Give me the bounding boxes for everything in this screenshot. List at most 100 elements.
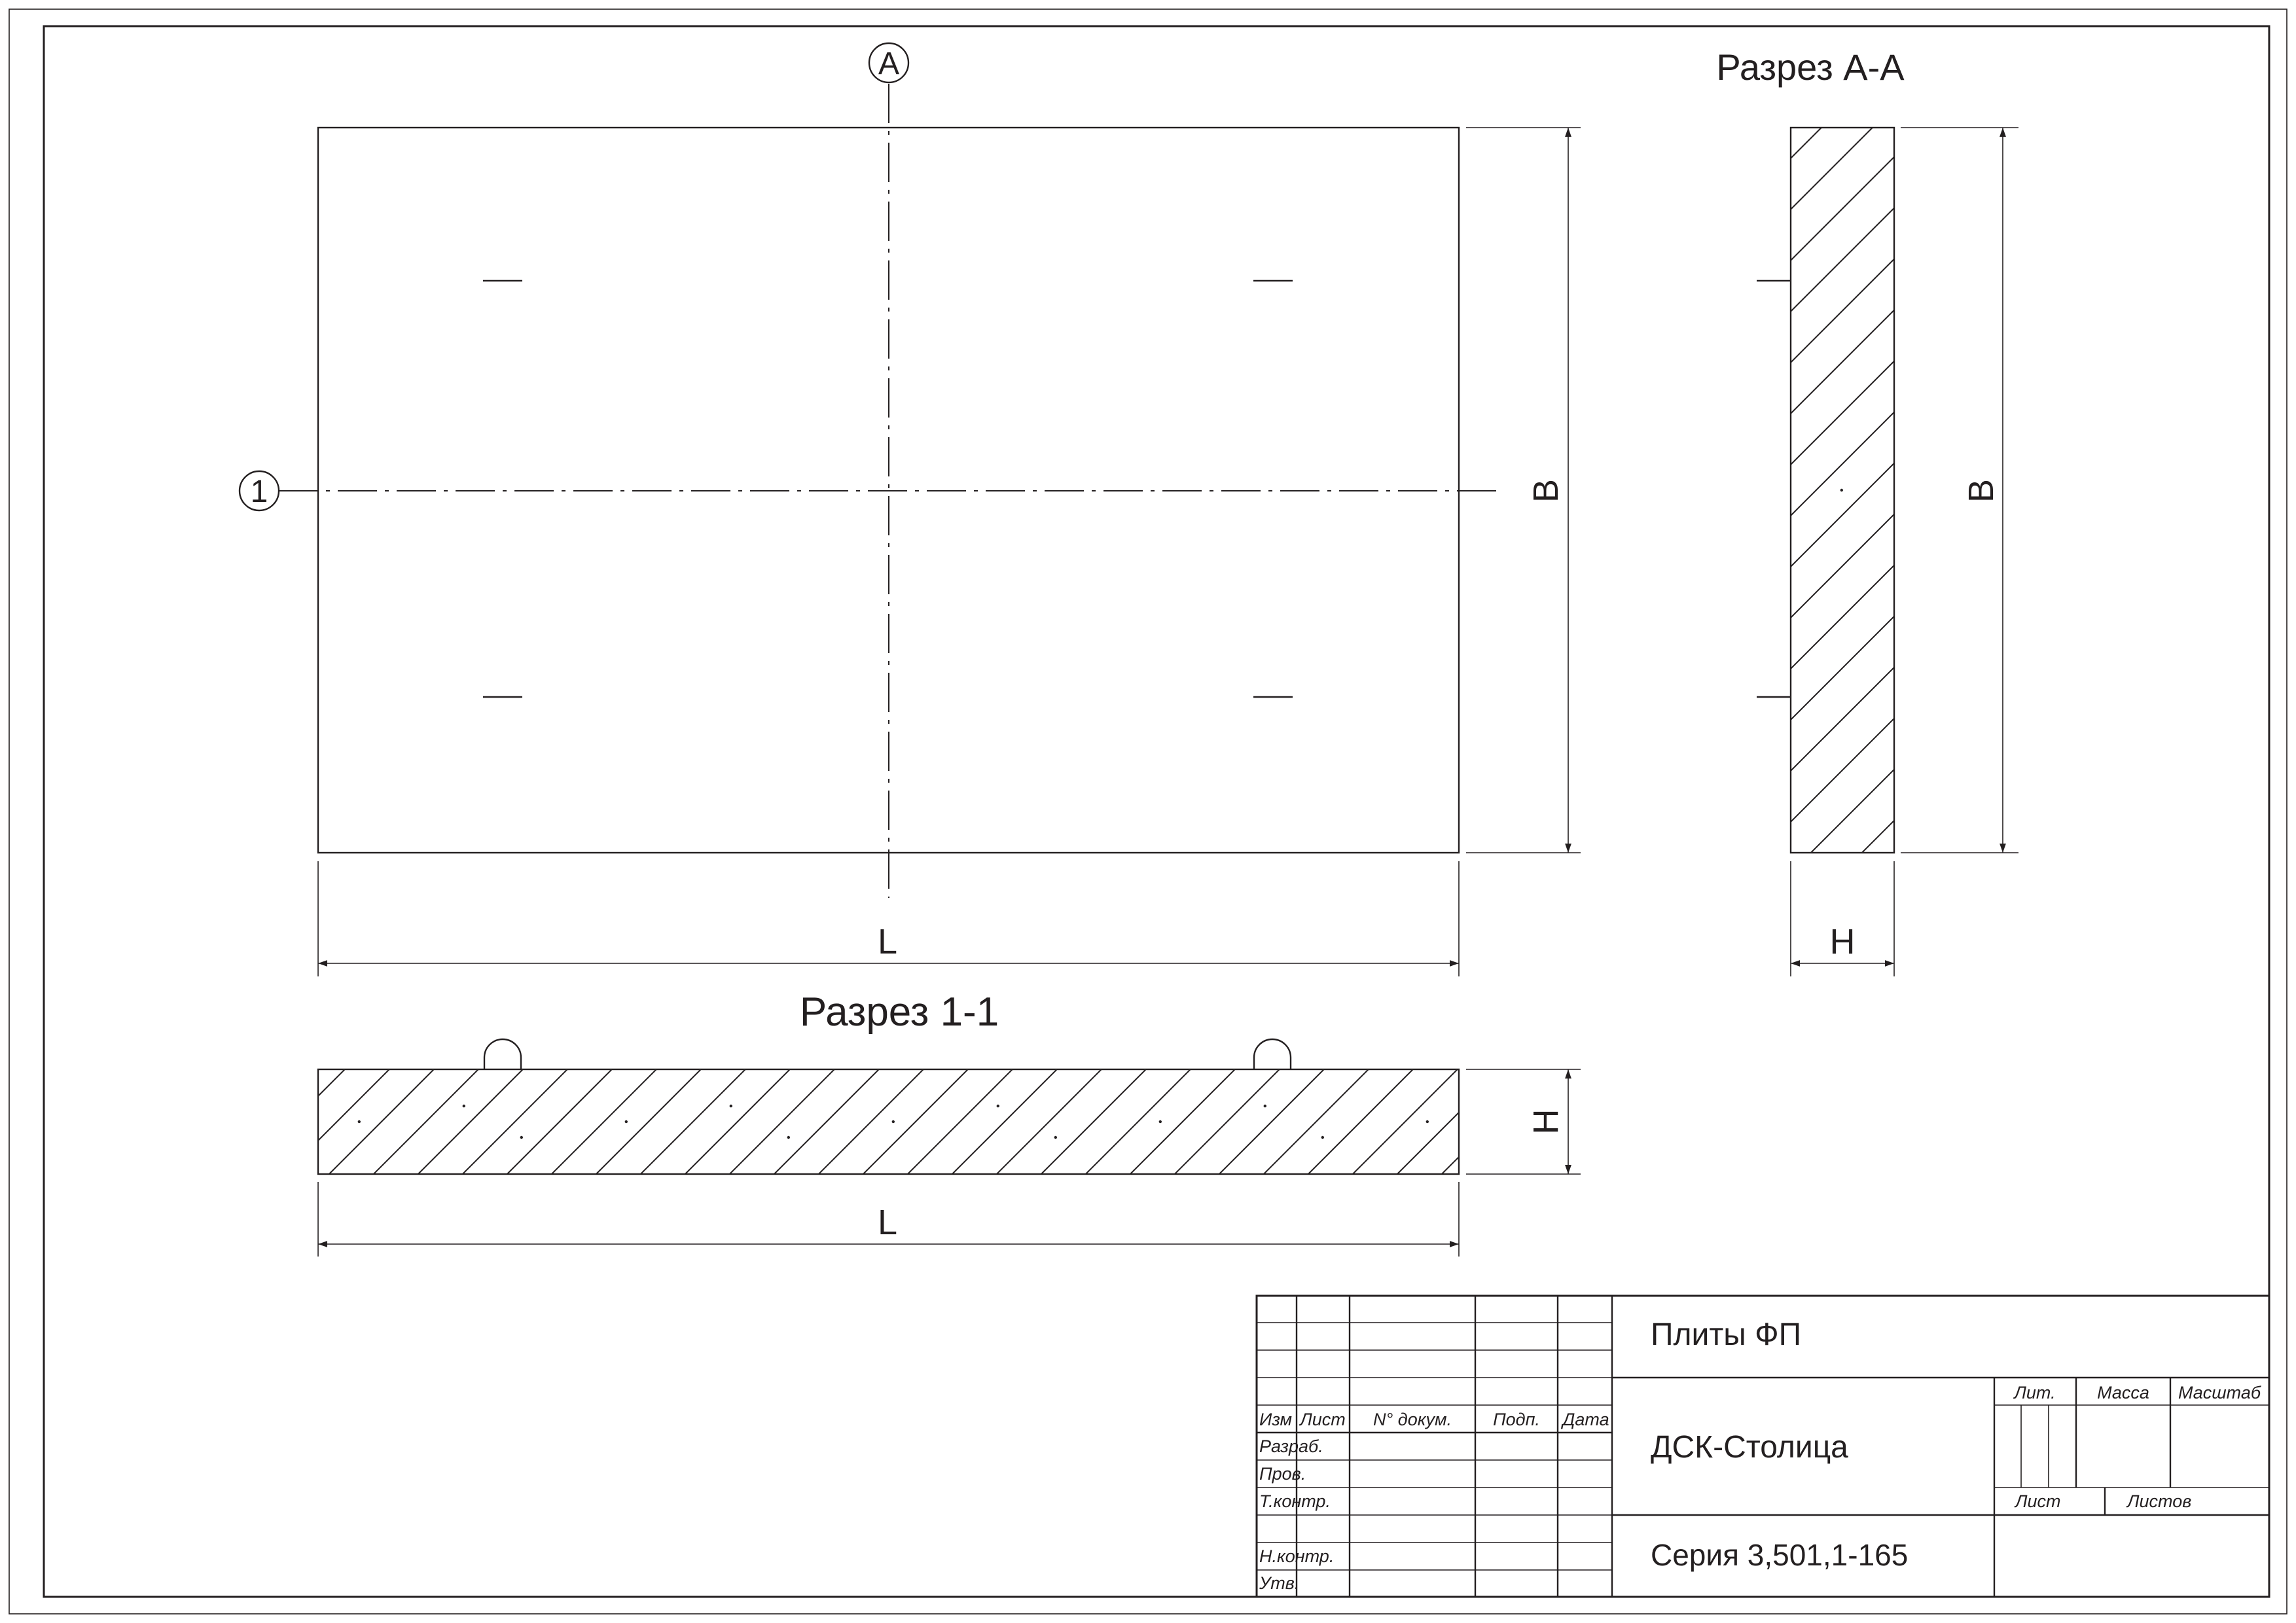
hatch-line — [1352, 1069, 1458, 1174]
tb-col-sign: Подп. — [1493, 1410, 1540, 1429]
hatch-line — [318, 1069, 346, 1097]
aggregate-dot — [996, 1104, 1000, 1108]
hatch-line — [1861, 819, 1894, 853]
tb-sheets: Листов — [2126, 1491, 2191, 1511]
hatch-line — [1791, 666, 1894, 772]
hatch-line — [1791, 207, 1894, 313]
hatch-line — [1219, 1069, 1325, 1174]
hatch-line — [1041, 1069, 1147, 1174]
hatch-line — [818, 1069, 924, 1174]
hatch-line — [863, 1069, 969, 1174]
aggregate-dot — [1935, 597, 1938, 600]
aggregate-dot — [1531, 1105, 1534, 1107]
hatch-line — [1791, 513, 1894, 619]
hatch-line — [462, 1069, 568, 1174]
section-11-title: Разрез 1-1 — [800, 990, 999, 1035]
plan-dim-l-label: L — [878, 922, 897, 961]
lifting-loop — [1253, 1038, 1292, 1069]
section-aa: Разрез А-А B H — [1629, 46, 2149, 976]
hatch-line — [507, 1069, 613, 1174]
hatch-line — [329, 1069, 435, 1174]
tb-sheet: Лист — [2014, 1491, 2061, 1511]
hatch-line — [907, 1069, 1013, 1174]
tb-row-prov: Пров. — [1259, 1464, 1306, 1484]
hatch-line — [373, 1069, 479, 1174]
tb-mass: Масса — [2097, 1383, 2149, 1402]
hatch-line — [640, 1069, 746, 1174]
hatch-line — [1308, 1069, 1414, 1174]
hatch-line — [318, 1069, 390, 1142]
lifting-loop — [483, 1038, 522, 1069]
axis-marker-a-label: A — [878, 46, 899, 81]
tb-col-list: Лист — [1299, 1410, 1346, 1429]
aggregate-dot — [729, 1104, 733, 1108]
tb-col-doc: N° докум. — [1373, 1410, 1452, 1429]
title-block: Плиты ФП ДСК-Столица Серия 3,501,1-165 И… — [1255, 1294, 2270, 1598]
section-aa-title: Разрез А-А — [1716, 46, 1905, 88]
section-aa-outline — [1789, 126, 1895, 854]
aggregate-dot — [357, 1120, 361, 1124]
hatch-line — [1791, 411, 1894, 517]
tb-row-tkontr: Т.контр. — [1259, 1491, 1331, 1511]
sheet-inner-frame — [43, 25, 2270, 1598]
section-11-hatching — [318, 1069, 1534, 1174]
s11-dim-h-label: H — [1526, 1109, 1566, 1135]
tb-series: Серия 3,501,1-165 — [1651, 1538, 1908, 1572]
hatch-line — [1791, 156, 1894, 262]
hatch-line — [1810, 768, 1894, 853]
hatch-line — [1397, 1111, 1459, 1174]
hatch-line — [551, 1069, 657, 1174]
s11-dim-l-label: L — [878, 1203, 897, 1242]
hatch-line — [1791, 360, 1894, 466]
axis-marker-1-circle — [238, 470, 280, 512]
tb-organization: ДСК-Столица — [1651, 1430, 1848, 1465]
axis-marker-1-label: 1 — [251, 474, 268, 509]
aggregate-dot — [1054, 1135, 1058, 1139]
tb-lit: Лит. — [2013, 1383, 2055, 1402]
hatch-line — [596, 1069, 702, 1174]
aggregate-dot — [1263, 1104, 1267, 1108]
section-aa-hatching — [1629, 128, 2149, 853]
tb-row-razrab: Разраб. — [1259, 1436, 1323, 1456]
aggregate-dot — [2147, 489, 2149, 491]
hatch-line — [1174, 1069, 1280, 1174]
aggregate-dot — [1158, 1120, 1162, 1124]
aggregate-dot — [624, 1120, 628, 1124]
hatch-line — [952, 1069, 1058, 1174]
title-block-frame — [1255, 1294, 2270, 1598]
hatch-line — [1791, 564, 1894, 670]
tb-row-nkontr: Н.контр. — [1259, 1546, 1334, 1566]
plan-view: A 1 L B — [238, 42, 1581, 976]
section-11: Разрез 1-1 H L — [317, 990, 1581, 1257]
hatch-line — [1130, 1069, 1236, 1174]
hatch-line — [1791, 462, 1894, 568]
aggregate-dot — [1321, 1135, 1325, 1139]
aggregate-dot — [1840, 488, 1843, 492]
hatch-line — [1263, 1069, 1369, 1174]
axis-marker-a-circle — [868, 42, 910, 84]
tb-scale: Масштаб — [2178, 1383, 2261, 1402]
hatch-line — [685, 1069, 791, 1174]
tb-col-date: Дата — [1560, 1410, 1609, 1429]
hatch-line — [996, 1069, 1102, 1174]
hatch-line — [774, 1069, 880, 1174]
hatch-line — [729, 1069, 835, 1174]
aggregate-dot — [520, 1135, 523, 1139]
aggregate-dot — [1629, 597, 1632, 600]
hatch-line — [1791, 717, 1894, 823]
sheet-outer-border — [9, 9, 2287, 1614]
aggregate-dot — [891, 1120, 895, 1124]
aggregate-dot — [2051, 380, 2054, 383]
hatch-line — [418, 1069, 524, 1174]
hatch-line — [1085, 1069, 1191, 1174]
aggregate-dot — [1745, 380, 1748, 383]
aggregate-dot — [462, 1104, 465, 1108]
aggregate-dot — [787, 1135, 791, 1139]
tb-col-izm: Изм — [1259, 1410, 1292, 1429]
aggregate-dot — [1426, 1120, 1429, 1124]
tb-product-name: Плиты ФП — [1651, 1317, 1801, 1352]
tb-row-utv: Утв. — [1259, 1573, 1299, 1593]
aa-dim-h-label: H — [1830, 922, 1856, 961]
section-11-outline — [317, 1068, 1460, 1175]
